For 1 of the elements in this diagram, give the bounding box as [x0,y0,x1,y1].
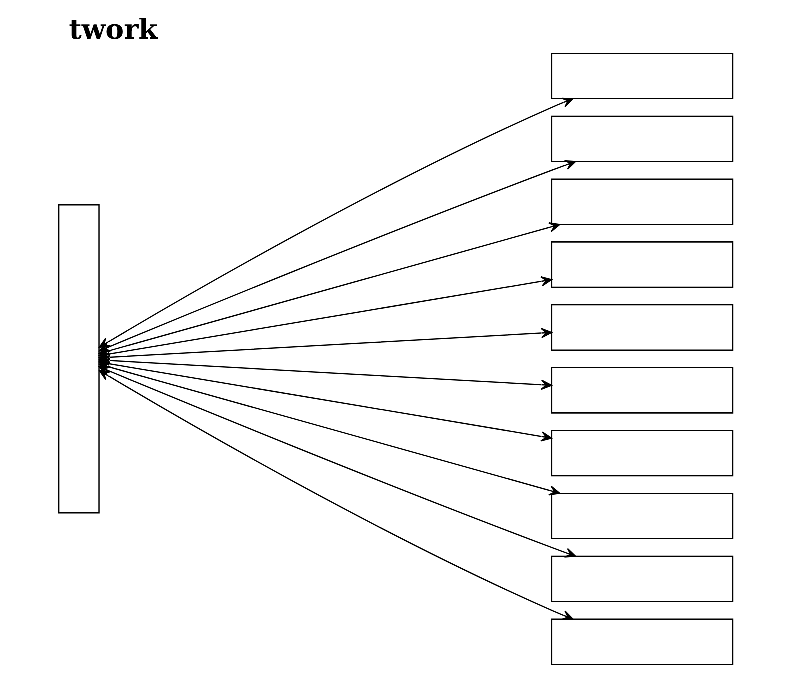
diagram-title: twork [68,13,158,46]
